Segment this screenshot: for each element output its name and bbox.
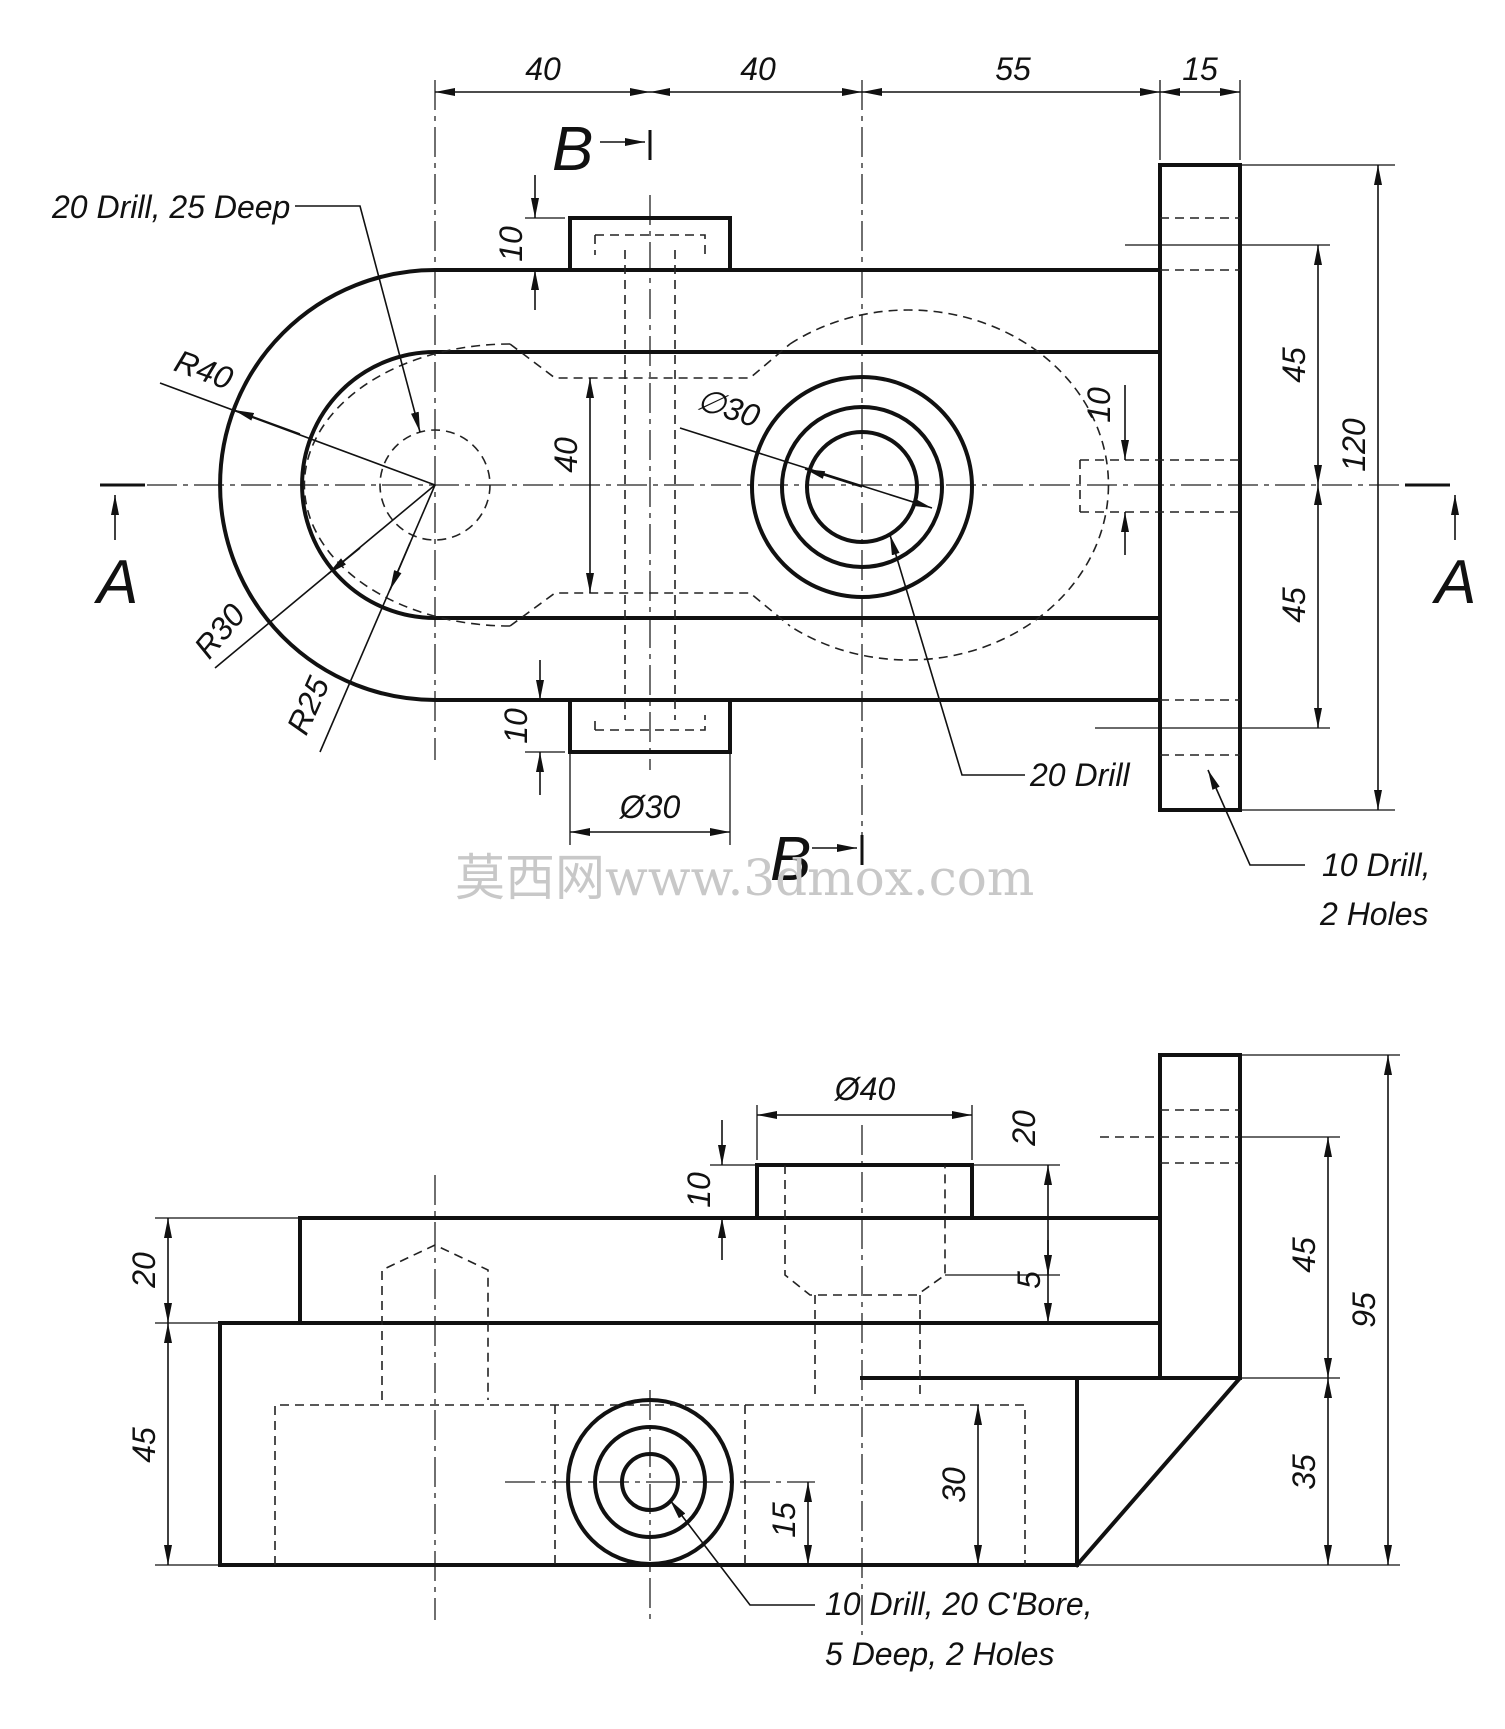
note-drill10-line1: 10 Drill,	[1322, 847, 1430, 883]
dim-text-w1: 40	[525, 51, 561, 87]
front-hidden-drill	[381, 1244, 489, 1400]
front-hidden-cbore	[784, 1165, 946, 1400]
note-drill-deep: 20 Drill, 25 Deep	[51, 189, 290, 225]
hidden-drill-circle	[379, 429, 491, 541]
dim-hole-dia	[679, 427, 933, 509]
dim-text-r30: R30	[187, 597, 252, 665]
hidden-boss-lower-inner	[594, 715, 706, 731]
boss-middle-circle	[780, 405, 944, 569]
watermark: 莫西网www.3dmox.com	[455, 849, 1034, 907]
dim-text-front-boss-10: 10	[681, 1172, 717, 1208]
leader-drill-deep	[295, 205, 421, 433]
dim-text-front-right-95: 95	[1346, 1292, 1382, 1328]
front-right-flange	[1074, 1053, 1242, 1568]
hidden-pin-lines	[624, 250, 676, 720]
dim-text-front-inner-30: 30	[936, 1467, 972, 1503]
dim-text-hole-dia: ∅30	[693, 381, 765, 435]
leader-r25-arrow	[389, 542, 411, 591]
dim-text-r25: R25	[280, 671, 337, 739]
dim-text-front-cbore-20: 20	[1006, 1110, 1042, 1147]
dim-text-slot: 40	[548, 437, 584, 473]
dim-text-front-right-45: 45	[1286, 1237, 1322, 1273]
top-right-flange	[1158, 163, 1242, 812]
dim-text-r40: R40	[170, 343, 238, 397]
section-label-b-bottom: B	[770, 825, 811, 894]
note-cbore-line1: 10 Drill, 20 C'Bore,	[825, 1586, 1093, 1622]
dim-text-front-boss-dia: Ø40	[834, 1071, 896, 1107]
boss-outer-circle	[750, 375, 974, 599]
dim-text-w4: 15	[1182, 51, 1218, 87]
leader-r25	[319, 484, 436, 753]
hidden-flange-holes	[1079, 217, 1240, 756]
section-label-a-right: A	[1431, 548, 1476, 617]
dim-text-w2: 40	[740, 51, 776, 87]
hidden-lower-profile	[509, 592, 791, 627]
dim-text-w3: 55	[995, 51, 1031, 87]
dim-text-front-hole-15: 15	[766, 1502, 802, 1538]
front-top-boss	[755, 1163, 974, 1220]
front-view: Ø40 20 10 5 20 45 45 95 35 30 15 10 Dril…	[126, 1053, 1400, 1672]
dim-text-boss-bot: 10	[498, 708, 534, 744]
front-hole-middle	[593, 1425, 707, 1539]
top-view: 40 40 55 15 10 10 40 10 45 45 120 Ø30 ∅3…	[51, 51, 1476, 932]
front-hidden-cavity	[274, 1404, 1026, 1565]
hidden-large-arc	[789, 309, 1110, 661]
front-hole-inner	[620, 1452, 680, 1512]
hidden-R30-arc	[303, 343, 511, 627]
dim-text-front-right-35: 35	[1286, 1454, 1322, 1490]
front-upper-body	[298, 1216, 1162, 1325]
dim-hole-dia-2	[804, 468, 863, 488]
dim-text-front-depth-5: 5	[1011, 1271, 1047, 1289]
front-hole-outer	[566, 1398, 734, 1566]
leader-r40-arrow	[233, 409, 301, 435]
top-boss-upper	[568, 216, 732, 272]
section-label-a-left: A	[93, 548, 138, 617]
dim-text-120: 120	[1336, 418, 1372, 472]
hidden-upper-profile	[509, 343, 791, 379]
front-hidden-flange-hole	[1100, 1109, 1240, 1164]
note-cbore-line2: 5 Deep, 2 Holes	[825, 1636, 1054, 1672]
dim-text-boss-top: 10	[493, 226, 529, 262]
top-outer-outline	[218, 268, 1162, 702]
top-inner-slot	[300, 350, 1162, 620]
hidden-boss-upper-inner	[594, 234, 706, 255]
leader-r40	[159, 382, 436, 486]
leader-drill10	[1207, 769, 1305, 866]
leader-r30-arrow	[327, 547, 361, 575]
leader-drill20	[889, 534, 1025, 776]
dim-text-front-h45: 45	[126, 1427, 162, 1463]
dim-text-boss-dia: Ø30	[619, 789, 681, 825]
note-drill20: 20 Drill	[1029, 757, 1130, 793]
dim-text-front-h20: 20	[126, 1252, 162, 1289]
section-label-b-top: B	[552, 115, 593, 184]
top-boss-lower	[568, 698, 732, 754]
front-hidden-slot-lines	[554, 1405, 746, 1565]
leader-cbore	[669, 1499, 815, 1606]
leader-r30	[214, 484, 436, 669]
note-drill10-line2: 2 Holes	[1319, 896, 1429, 932]
dim-text-lower-45: 45	[1276, 587, 1312, 623]
dim-text-pin: 10	[1081, 387, 1117, 423]
boss-inner-circle	[805, 430, 919, 544]
dim-text-upper-45: 45	[1276, 347, 1312, 383]
